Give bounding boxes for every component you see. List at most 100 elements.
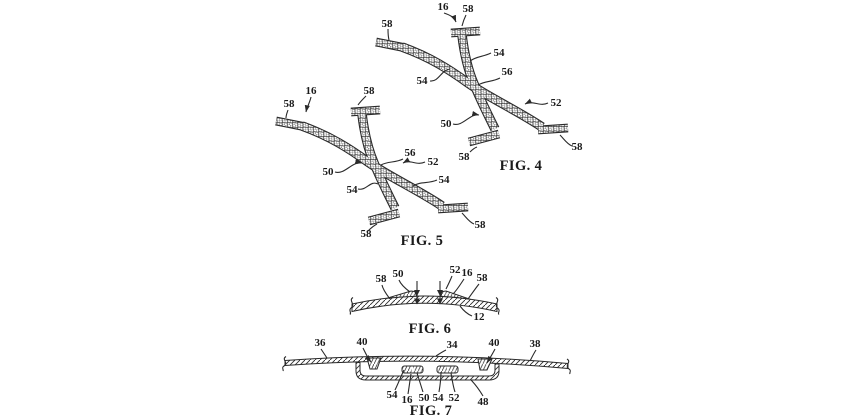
fig7-ref-label: 54 — [387, 389, 399, 401]
fig4-caption: FIG. 4 — [500, 158, 543, 174]
fig6-panel-section — [351, 295, 498, 313]
fig5-crossed-ribs — [276, 110, 468, 221]
fig7-ref-label: 40 — [489, 337, 501, 349]
leader-arrow-16 — [304, 96, 312, 113]
leader-58 — [461, 14, 467, 27]
fig4-crossed-ribs — [376, 31, 568, 142]
dimension-arrowhead — [414, 290, 420, 296]
fig6-ref-label: 58 — [477, 272, 489, 284]
fig4-ref-label: 58 — [463, 3, 475, 15]
fig4-ref-label: 58 — [459, 151, 471, 163]
leader-56 — [380, 158, 404, 166]
leader-arrow-50 — [334, 159, 363, 173]
leader-58 — [461, 212, 475, 225]
fig7-ref-label: 54 — [433, 392, 445, 404]
break-line — [349, 297, 354, 315]
leader-50 — [416, 372, 424, 393]
fig4-ref-label: 16 — [438, 1, 450, 13]
fig6-caption: FIG. 6 — [409, 321, 452, 337]
leader-54 — [438, 371, 442, 393]
leader-arrow-52 — [524, 98, 549, 105]
fig4-ref-label: 58 — [572, 141, 584, 153]
leader-16 — [452, 278, 465, 295]
leader-52 — [450, 372, 456, 393]
fig4-ref-label: 52 — [551, 97, 563, 109]
fig7-right-hook-tab — [477, 358, 493, 371]
leader-48 — [470, 379, 484, 397]
break-line — [282, 356, 287, 372]
fig5-caption: FIG. 5 — [401, 233, 444, 249]
fig7-caption: FIG. 7 — [410, 403, 453, 419]
dimension-arrowhead — [437, 298, 443, 305]
leader-58 — [285, 109, 289, 119]
leader-58 — [387, 28, 390, 41]
leader-52 — [445, 275, 453, 290]
fig5-labels: 16 58 58 56 52 50 54 54 58 58 — [284, 85, 487, 240]
fig7-tray-housing — [355, 362, 500, 381]
leader-arrow-40 — [486, 348, 496, 364]
leader-58 — [469, 146, 478, 153]
fig5-ref-label: 56 — [405, 147, 417, 159]
fig7-ref-label: 52 — [449, 392, 461, 404]
leader-12 — [459, 305, 473, 317]
fig5-ref-label: 52 — [428, 156, 440, 168]
fig6-ref-label: 12 — [474, 311, 486, 323]
fig5-ref-label: 50 — [323, 166, 335, 178]
fig5-ref-label: 54 — [347, 184, 359, 196]
fig5-group: FIG. 5 16 58 58 56 52 50 54 54 58 58 — [276, 85, 486, 249]
fig7-ref-label: 40 — [357, 336, 369, 348]
fig4-labels: 16 58 58 54 56 54 52 50 58 58 — [382, 1, 584, 163]
fig5-leaders — [285, 95, 475, 232]
fig4-ref-label: 58 — [382, 18, 394, 30]
fig6-dimension-arrows — [414, 281, 443, 305]
fig5-ref-label: 58 — [475, 219, 487, 231]
leader-54 — [412, 179, 438, 187]
leader-arrow-52 — [402, 157, 426, 164]
leader-58 — [381, 284, 391, 300]
fig7-panel-strip — [284, 355, 569, 370]
leader-54 — [394, 369, 405, 391]
fig4-leaders — [387, 12, 573, 153]
dimension-arrowhead — [414, 298, 420, 305]
leader-58 — [367, 223, 378, 232]
rib-block-divider — [411, 366, 449, 373]
fig5-ref-label: 16 — [306, 85, 318, 97]
fig4-ref-label: 54 — [494, 47, 506, 59]
leader-50 — [398, 279, 411, 293]
fig7-ref-label: 36 — [315, 337, 327, 349]
fig4-ref-label: 56 — [502, 66, 514, 78]
fig7-ref-label: 50 — [419, 392, 431, 404]
fig6-ref-label: 16 — [462, 267, 474, 279]
fig5-ref-label: 54 — [439, 174, 451, 186]
fig6-leaders — [381, 275, 480, 317]
fig4-ref-label: 54 — [417, 75, 429, 87]
fig6-ref-label: 58 — [376, 273, 388, 285]
fig7-leaders — [320, 347, 537, 397]
dimension-arrowhead — [437, 290, 443, 296]
leader-arrow-40 — [362, 347, 372, 363]
break-line — [495, 297, 500, 315]
fig7-ref-label: 34 — [447, 339, 459, 351]
leader-54 — [357, 182, 379, 190]
fig6-ref-label: 50 — [393, 268, 405, 280]
fig4-group: FIG. 4 16 58 58 54 56 54 52 50 58 58 — [376, 1, 583, 174]
fig6-ref-label: 52 — [450, 264, 462, 276]
fig4-ref-label: 50 — [441, 118, 453, 130]
fig5-ref-label: 58 — [364, 85, 376, 97]
fig7-ref-label: 48 — [478, 396, 490, 408]
break-line — [566, 358, 571, 375]
leader-36 — [320, 348, 328, 359]
leader-54 — [469, 52, 492, 62]
fig7-ref-label: 16 — [402, 394, 414, 406]
leader-58 — [357, 95, 367, 106]
leader-58 — [559, 134, 573, 147]
fig5-ref-label: 58 — [361, 228, 373, 240]
leader-58 — [467, 283, 480, 300]
leader-arrow-50 — [452, 110, 480, 125]
